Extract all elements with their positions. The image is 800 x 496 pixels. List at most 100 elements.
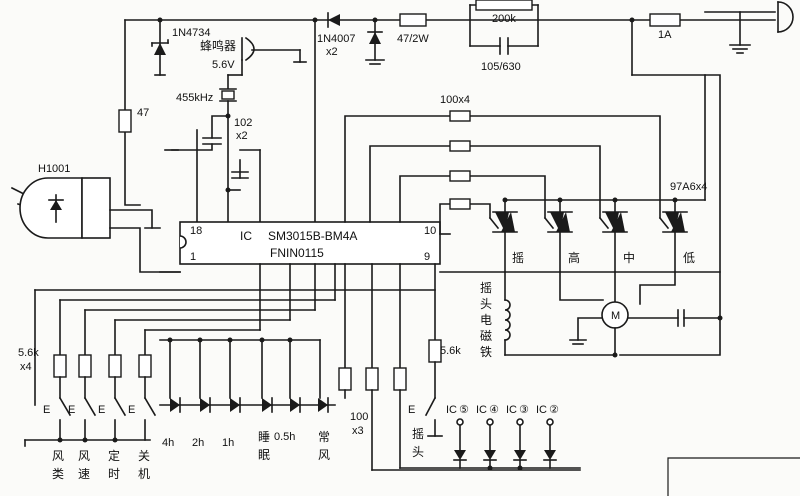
rectifier-label: 1N4007 [317,33,356,45]
led-label-1h: 1h [222,437,234,449]
swing-coil-icon [504,271,616,356]
res56k-x4-label: 5.6k [18,347,39,359]
buzzer-label: 蜂鸣器 [200,38,236,53]
triac-drive-lines [344,115,661,235]
triac-label: 97A6x4 [670,181,707,193]
res100x3-qty-label: x3 [352,425,364,437]
resistor-100-b [449,140,471,152]
capacitors-102 [164,115,261,223]
bleed-resistor-label: 200k [492,13,516,25]
ic-led4-ic-label: IC [476,404,487,416]
ic-led2-ic-label: IC [536,404,547,416]
junction-dots [57,17,723,471]
led-label-sleep-b: 眠 [258,448,270,462]
ir-receiver-label: H1001 [38,163,70,175]
key2-e-label: E [68,404,75,416]
coil-label-1: 摇 [480,281,492,295]
load-label-high: 高 [568,250,580,265]
triac-low-icon [658,199,688,273]
buzzer-voltage-label: 5.6V [212,59,235,71]
timer-leds [159,339,336,413]
cap102-qty-label: x2 [236,130,248,142]
led-label-2h: 2h [192,437,204,449]
res56k-x4-qty-label: x4 [20,361,32,373]
ic-led3-num: ③ [519,404,529,416]
triac-high-icon [543,199,573,273]
rc-dropper [469,0,539,55]
coil-label-4: 磁 [480,328,492,343]
resistor-100-c [449,170,471,182]
buzzer-icon [227,36,307,76]
zener-label: 1N4734 [172,27,211,39]
triac-swing-icon [488,199,518,273]
cap102-label: 102 [234,117,252,129]
res-5k6-b [78,354,92,378]
top-rail [124,11,776,356]
ic-led5-num: ⑤ [459,404,469,416]
key3-label-b: 时 [108,467,120,481]
res-5k6-c [108,354,122,378]
res-5k6-a [53,354,67,378]
resistor-47 [118,109,132,133]
ir-receiver-h1001 [10,177,181,273]
res47-label: 47 [137,107,149,119]
led-label-sleep-a: 睡 [258,430,270,444]
load-label-low: 低 [683,251,695,265]
key5-label-b: 头 [412,445,424,459]
key4-e-label: E [128,404,135,416]
key2-label-a: 风 [78,449,90,463]
x-cap-label: 105/630 [481,61,521,73]
key-section [34,263,436,406]
ic-pin1-label: 1 [190,251,196,263]
page-frame-fragment [667,457,800,496]
resistor-200k [475,0,533,11]
rectifier-diodes-1n4007 [327,12,383,44]
load-label-swing: 摇 [512,251,524,265]
resistor-47-2w [399,13,427,27]
resistor-100-d [449,198,471,210]
key4-label-b: 机 [138,467,150,481]
motor-icon [559,271,721,356]
resistor-100-a [449,110,471,122]
key1-label-a: 风 [52,449,64,463]
coil-label-5: 铁 [480,345,492,359]
res100x4-label: 100x4 [440,94,470,106]
ic-led3-ic-label: IC [506,404,517,416]
zener-diode-1n4734 [151,39,169,55]
key4-label-a: 关 [138,449,150,463]
key1-e-label: E [43,404,50,416]
fuse-label: 1A [658,29,672,41]
res100x3-label: 100 [350,411,368,423]
ic-sm3015b [179,221,441,265]
crystal-icon [219,74,237,117]
motor-label: M [611,310,620,322]
crystal-label: 455kHz [176,92,213,104]
mains-plug-icon [729,1,794,54]
key5-e-label: E [408,404,415,416]
ic-led5-ic-label: IC [446,404,457,416]
triac-mid-icon [598,199,628,273]
key2-label-b: 速 [78,467,90,481]
ic-pin18-label: 18 [190,225,202,237]
ic-leds [453,418,557,469]
key3-e-label: E [98,404,105,416]
key3-label-a: 定 [108,448,120,463]
led-label-normal-b: 风 [318,448,330,462]
res56k-label: 5.6k [440,345,461,357]
fuse-1a [649,13,681,27]
swing-key [424,339,443,437]
led-label-normal-a: 常 [318,430,330,444]
drop-resistor-label: 47/2W [397,33,429,45]
key-switches [24,376,157,447]
led-label-4h: 4h [162,437,174,449]
ic-led4-num: ④ [489,404,499,416]
ic-pin9-label: 9 [424,251,430,263]
ic-led2-num: ② [549,404,559,416]
rectifier-qty-label: x2 [326,46,338,58]
key5-label-a: 摇 [412,427,424,441]
res-5k6-d [138,354,152,378]
ic-ref-label: IC [240,229,252,243]
load-label-mid: 中 [623,250,635,265]
coil-label-3: 电 [480,313,492,327]
